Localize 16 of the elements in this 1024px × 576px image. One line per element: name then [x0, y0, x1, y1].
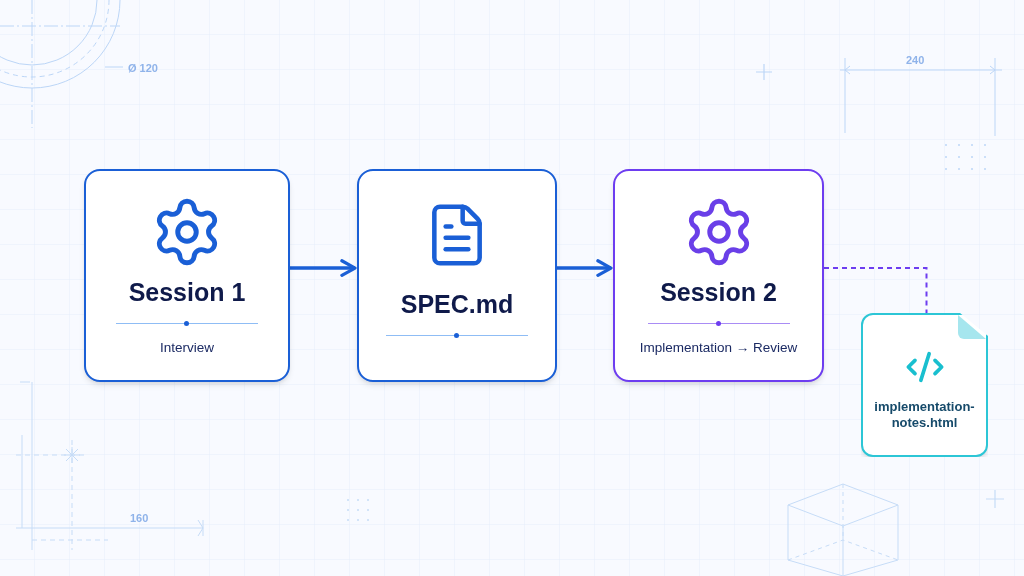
arrow [557, 259, 613, 277]
card-subtitle: Interview [160, 339, 214, 358]
card-title: SPEC.md [400, 289, 514, 320]
card-title: Session 2 [660, 277, 777, 308]
file-name: implementation-notes.html [873, 399, 976, 432]
dimension-label: Ø 120 [128, 61, 158, 76]
dimension-label: 160 [130, 511, 149, 526]
connector-line [823, 267, 928, 314]
card-title: Session 1 [128, 277, 246, 308]
session-card [613, 169, 824, 382]
document-card [357, 169, 557, 382]
card-subtitle: Implementation → Review [639, 339, 798, 358]
arrow [290, 259, 357, 277]
session-card [84, 169, 290, 382]
dimension-label: 240 [906, 53, 925, 68]
file-card [861, 313, 988, 457]
